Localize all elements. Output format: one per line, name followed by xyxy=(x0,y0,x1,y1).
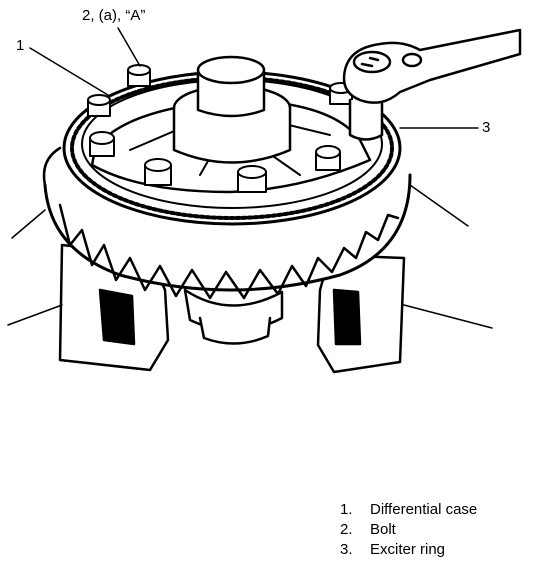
legend-label: Differential case xyxy=(370,501,478,518)
legend-item: 3. Exciter ring xyxy=(340,540,540,560)
callout-1: 1 xyxy=(16,37,25,54)
legend-number: 3. xyxy=(340,541,353,558)
legend-label: Bolt xyxy=(370,521,396,538)
leader-lines xyxy=(7,27,493,329)
callout-2: 2, (a), “A” xyxy=(82,7,146,24)
torque-wrench xyxy=(342,28,522,141)
differential-case xyxy=(90,55,372,194)
legend: 1. Differential case 2. Bolt 3. Exciter … xyxy=(340,500,540,560)
legend-item: 2. Bolt xyxy=(340,520,540,540)
callout-3: 3 xyxy=(482,119,491,136)
legend-item: 1. Differential case xyxy=(340,500,540,520)
legend-number: 1. xyxy=(340,501,353,518)
differential-diagram xyxy=(7,27,522,374)
legend-number: 2. xyxy=(340,521,353,538)
case-underside xyxy=(183,288,284,345)
legend-label: Exciter ring xyxy=(370,541,446,558)
